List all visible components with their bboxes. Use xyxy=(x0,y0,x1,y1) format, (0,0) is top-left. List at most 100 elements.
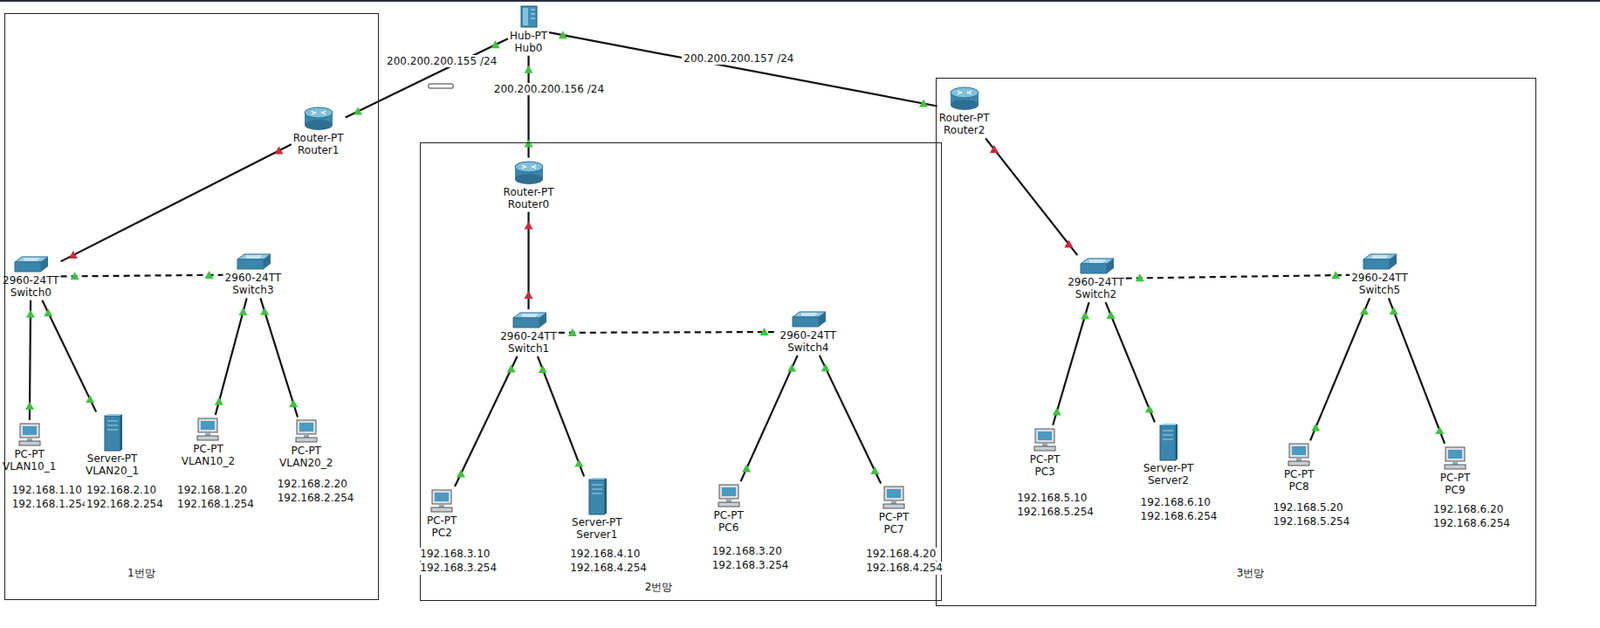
link-status xyxy=(1389,306,1399,315)
network-cable xyxy=(549,32,938,106)
icon-graphic xyxy=(15,421,44,448)
network-zone: 1번망Router-PTRouter12960-24TTSwitch02960-… xyxy=(5,13,378,599)
link-status xyxy=(274,146,283,155)
ip-note: 192.168.4.10 xyxy=(568,547,642,561)
link-status xyxy=(760,327,770,336)
device-label: PC-PT xyxy=(1030,453,1061,466)
link-label: 200.200.200.155 /24 xyxy=(384,54,499,68)
ip-note: 192.168.1.20 xyxy=(175,483,249,497)
ip-note: 192.168.5.254 xyxy=(1015,505,1096,519)
icon-graphic xyxy=(301,105,337,132)
icon-graphic xyxy=(233,252,273,272)
device-label: PC8 xyxy=(1284,480,1315,493)
device-label: Server-PT xyxy=(1143,461,1194,474)
link-status xyxy=(524,65,534,74)
device-label: Server-PT xyxy=(85,452,139,465)
router-device: Router-PTRouter1 xyxy=(293,105,344,157)
network-cable xyxy=(215,297,248,415)
device-label: PC-PT xyxy=(426,514,458,527)
network-cable xyxy=(41,300,97,413)
link-status xyxy=(1052,406,1062,415)
link-status xyxy=(1359,306,1369,315)
link-status xyxy=(870,466,879,474)
crossover-cable xyxy=(558,330,779,334)
link-status xyxy=(787,363,797,371)
link-status xyxy=(524,290,534,299)
pc-device: PC-PTPC3 xyxy=(1030,426,1061,478)
network-cable xyxy=(260,297,298,417)
link-status xyxy=(25,401,35,410)
icon-graphic xyxy=(509,310,549,330)
ip-note: 192.168.1.254 xyxy=(175,497,256,511)
device-icon xyxy=(789,309,828,330)
sw-device: 2960-24TTSwitch4 xyxy=(780,309,838,354)
device-icon xyxy=(516,3,542,30)
link-status xyxy=(1064,240,1073,248)
icon-graphic xyxy=(947,85,982,112)
link-status xyxy=(524,221,534,230)
link-status xyxy=(1106,310,1116,319)
network-cable xyxy=(454,356,518,487)
sw-device: 2960-24TTSwitch3 xyxy=(225,252,282,296)
pc-device: PC-PTPC8 xyxy=(1284,441,1315,493)
server-device: Server-PTVLAN20_1 xyxy=(85,413,139,477)
crossover-cable xyxy=(61,274,224,277)
device-icon xyxy=(509,310,549,330)
link-status xyxy=(1331,270,1340,279)
pc-device: PC-PTPC9 xyxy=(1440,445,1471,496)
device-label: Server1 xyxy=(571,528,622,541)
link-status xyxy=(538,364,548,373)
device-icon xyxy=(1441,445,1470,472)
device-icon xyxy=(1284,441,1313,468)
device-icon xyxy=(1077,256,1116,276)
icon-graphic xyxy=(714,482,743,509)
ip-note: 192.168.1.254 xyxy=(10,497,91,511)
link-status xyxy=(1135,273,1145,282)
device-icon xyxy=(301,105,337,132)
link-status xyxy=(491,40,501,49)
link-label: 200.200.200.157 /24 xyxy=(681,52,796,65)
ip-note: 192.168.2.10 xyxy=(84,483,158,497)
icon-graphic xyxy=(1156,423,1180,462)
ip-note: 192.168.2.254 xyxy=(84,497,165,511)
device-icon xyxy=(1156,423,1180,462)
ip-note: 192.168.3.254 xyxy=(418,561,499,575)
link-status xyxy=(989,144,999,153)
icon-graphic xyxy=(585,477,609,516)
icon-graphic xyxy=(789,309,828,330)
device-label: Switch1 xyxy=(500,342,557,355)
device-label: Router-PT xyxy=(293,131,344,145)
device-icon xyxy=(585,477,609,516)
icon-graphic xyxy=(292,418,321,445)
icon-graphic xyxy=(11,254,50,275)
router-device: Router-PTRouter0 xyxy=(503,159,555,211)
device-icon xyxy=(879,484,908,511)
ip-note: 192.168.3.10 xyxy=(418,547,492,561)
network-cable xyxy=(1052,302,1089,426)
icon-graphic xyxy=(1284,441,1313,468)
link-status xyxy=(919,99,928,108)
icon-graphic xyxy=(1077,256,1116,276)
device-label: 2960-24TT xyxy=(780,329,838,342)
server-device: Server-PTServer1 xyxy=(571,477,622,541)
link-status xyxy=(1311,423,1320,432)
network-cable xyxy=(819,355,881,484)
network-cable xyxy=(1105,302,1155,422)
link-status xyxy=(68,250,78,259)
link-status xyxy=(1080,310,1090,319)
link-status xyxy=(70,271,80,280)
link-status xyxy=(353,107,363,116)
network-cable xyxy=(741,355,798,481)
link-status xyxy=(1145,405,1154,413)
pc-device: PC-PTPC2 xyxy=(426,487,458,539)
network-zone: 2번망Router-PTRouter02960-24TTSwitch12960-… xyxy=(420,143,941,601)
link-status xyxy=(26,309,35,318)
small-marker xyxy=(428,83,454,89)
device-icon xyxy=(292,418,321,445)
device-label: Switch4 xyxy=(780,341,838,354)
link-status xyxy=(85,394,95,403)
zone-label: 3번망 xyxy=(1236,566,1265,579)
device-label: PC-PT xyxy=(181,442,235,455)
link-status xyxy=(214,397,224,406)
